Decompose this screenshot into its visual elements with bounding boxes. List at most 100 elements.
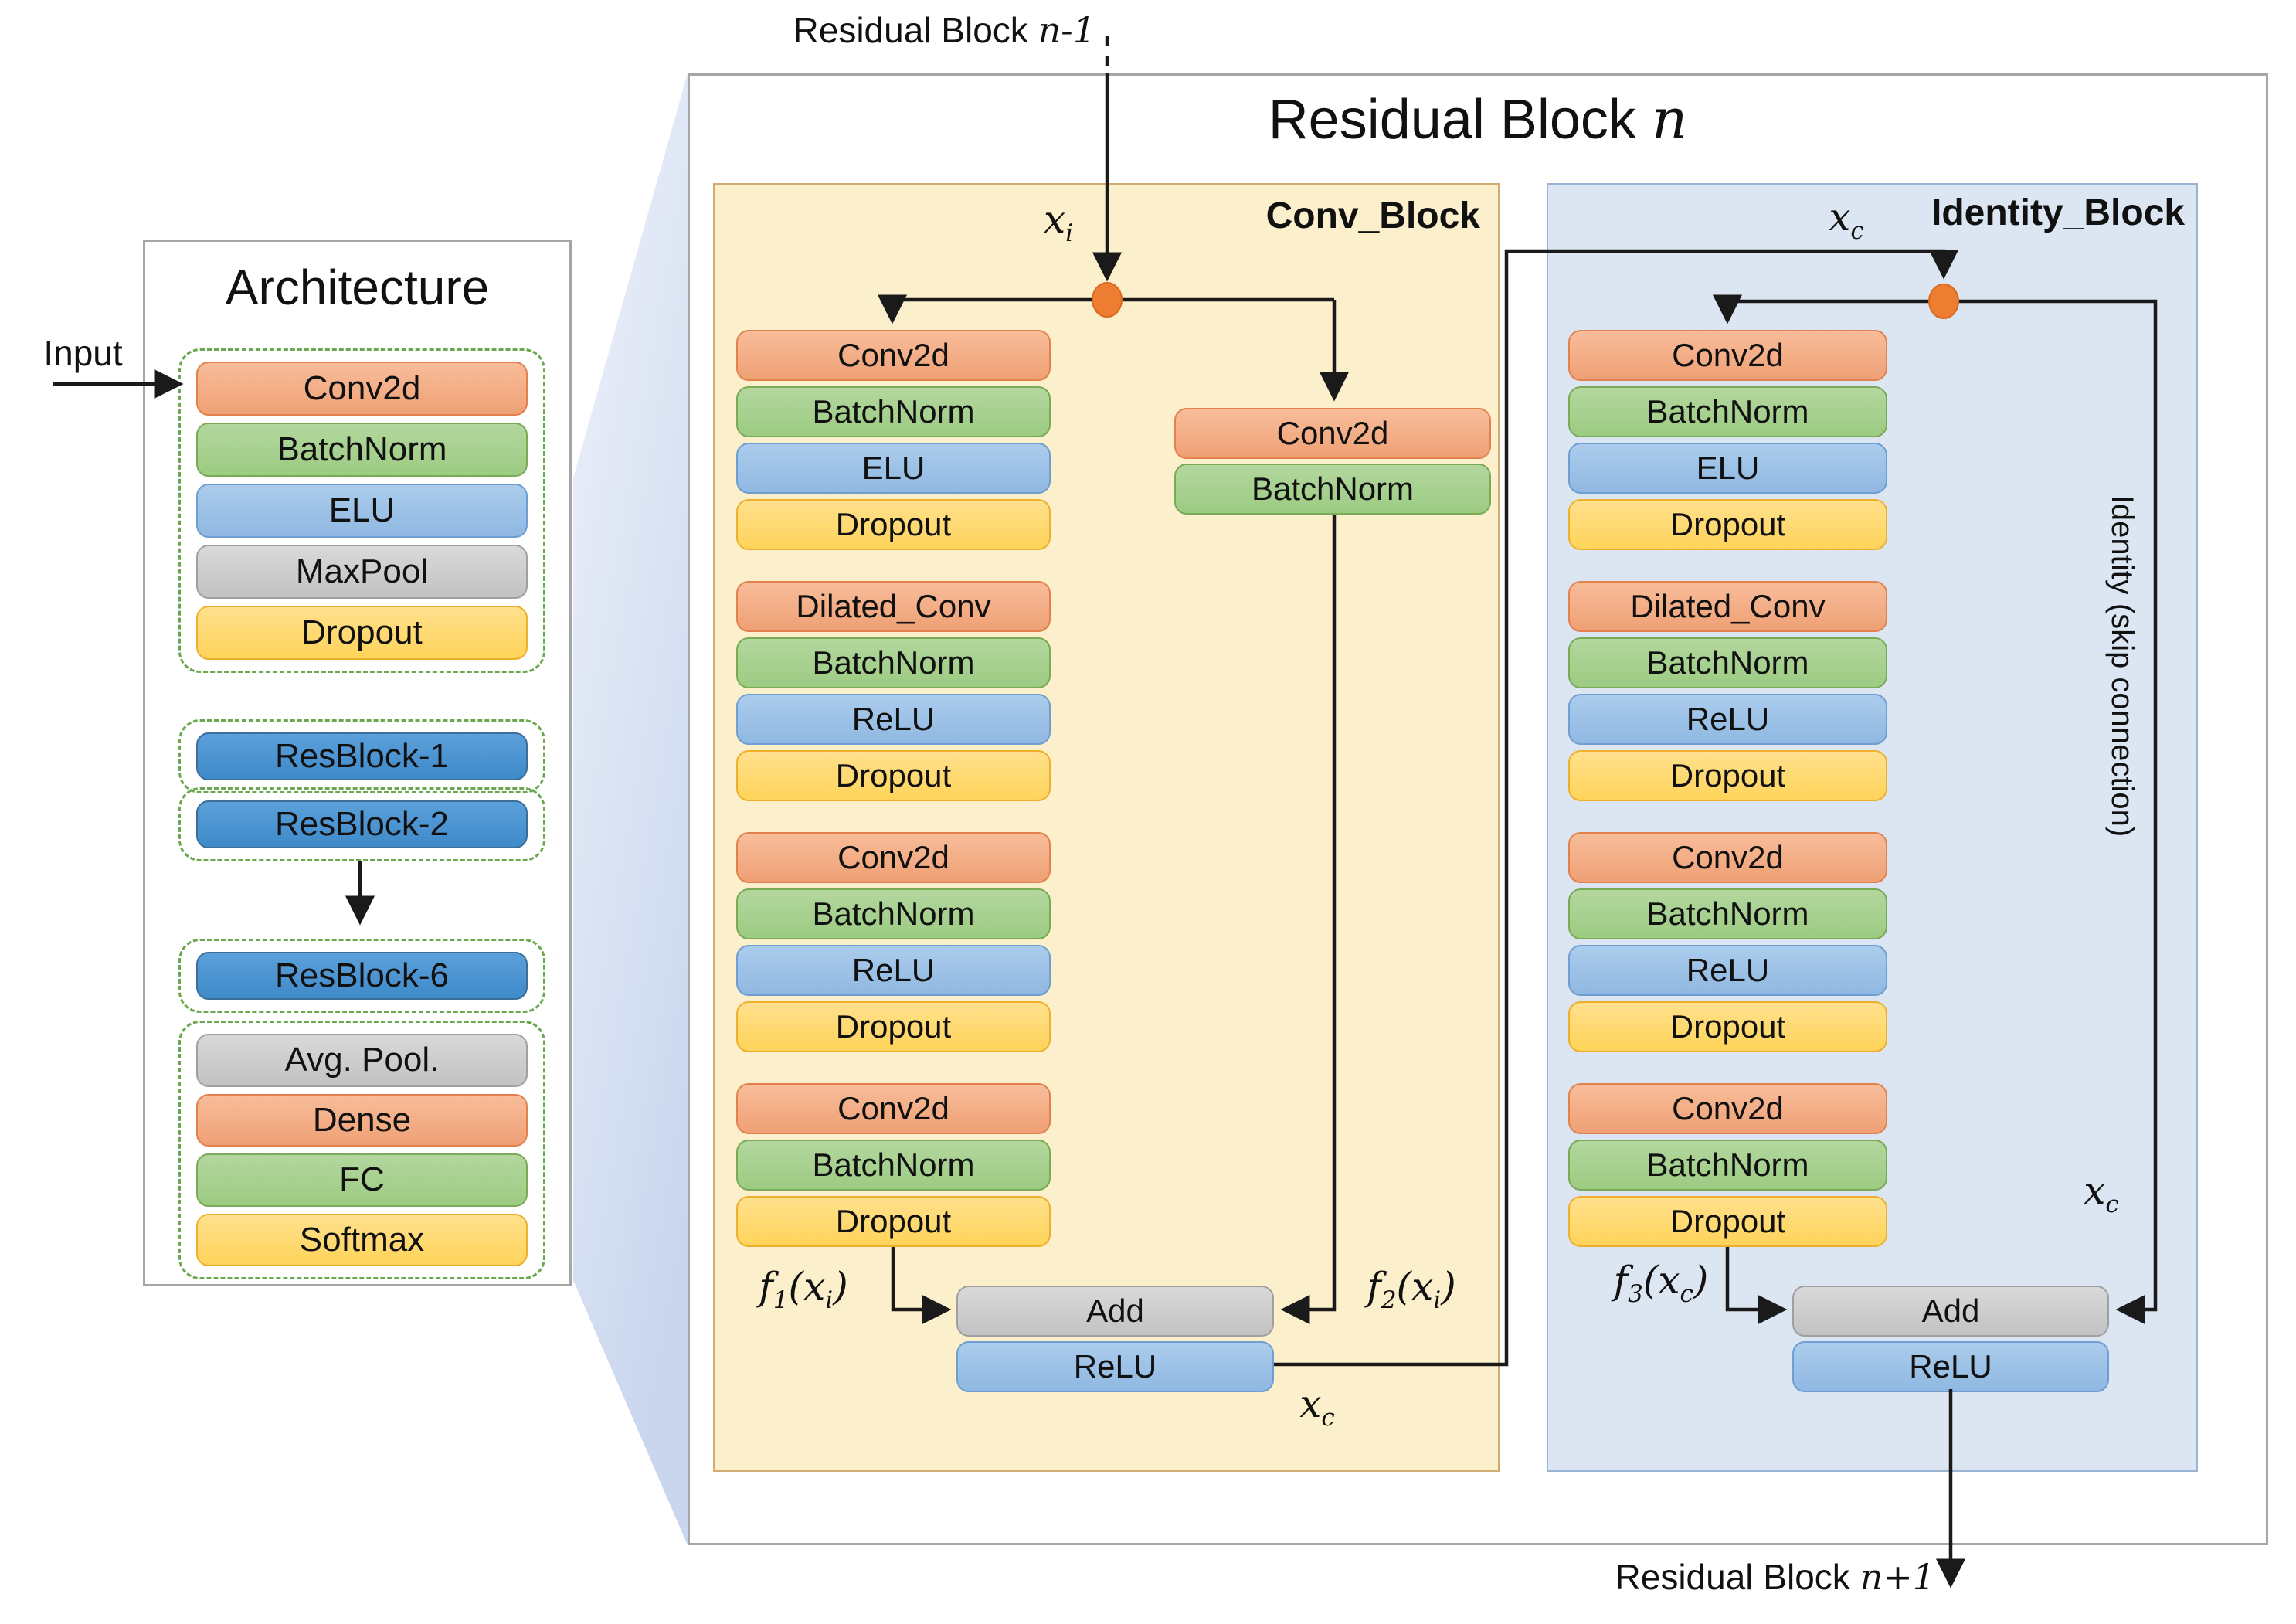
skip-connection-label: Identity (skip connection): [2105, 494, 2139, 837]
xi-base: x: [1043, 197, 1066, 242]
layer-box-relu: ReLU: [736, 694, 1051, 745]
xc-skip-label: xc: [2059, 1168, 2144, 1218]
layer-box-dropout: Dropout: [1568, 1196, 1887, 1247]
f2-sub: 2: [1381, 1286, 1397, 1314]
layer-box-resblock-6: ResBlock-6: [196, 952, 528, 1000]
f1-lparen: (: [788, 1264, 804, 1309]
xc-skip-sub: c: [2105, 1191, 2119, 1218]
f3-sub: 3: [1628, 1280, 1643, 1308]
xc-out-base: x: [1299, 1381, 1322, 1426]
layer-box-batchnorm: BatchNorm: [736, 386, 1051, 437]
layer-box-relu: ReLU: [1792, 1341, 2109, 1392]
f3-label: f3(xc): [1580, 1258, 1742, 1308]
architecture-resblock2-group: ResBlock-2: [178, 787, 545, 861]
f2-arg: x: [1411, 1264, 1434, 1309]
incoming-block-label: Residual Block n-1: [773, 9, 1095, 51]
layer-box-batchnorm: BatchNorm: [196, 423, 528, 477]
layer-box-dropout: Dropout: [736, 499, 1051, 550]
layer-box-resblock-2: ResBlock-2: [196, 800, 528, 848]
layer-box-elu: ELU: [736, 443, 1051, 494]
xi-sub: i: [1065, 219, 1074, 247]
layer-box-batchnorm: BatchNorm: [1174, 464, 1491, 515]
layer-box-dropout: Dropout: [736, 1001, 1051, 1052]
zoom-beam-shape: [573, 73, 688, 1545]
f3-argsub: c: [1680, 1280, 1693, 1308]
layer-box-batchnorm: BatchNorm: [1568, 637, 1887, 688]
f2-label: f2(xi): [1330, 1264, 1493, 1314]
f3-lparen: (: [1642, 1258, 1659, 1303]
conv-block-label: Conv_Block: [1265, 195, 1480, 236]
f1-label: f1(xi): [722, 1264, 885, 1314]
layer-box-batchnorm: BatchNorm: [1568, 1140, 1887, 1191]
incoming-label-var: n-1: [1038, 9, 1095, 51]
xc-conv-out-label: xc: [1275, 1381, 1360, 1432]
layer-box-add: Add: [1792, 1286, 2109, 1337]
architecture-resblock1-group: ResBlock-1: [178, 719, 545, 793]
layer-box-dilated-conv: Dilated_Conv: [736, 581, 1051, 632]
layer-box-dropout: Dropout: [1568, 750, 1887, 801]
layer-box-batchnorm: BatchNorm: [736, 888, 1051, 939]
architecture-resblock6-group: ResBlock-6: [178, 939, 545, 1013]
layer-box-dropout: Dropout: [1568, 499, 1887, 550]
layer-box-batchnorm: BatchNorm: [736, 1140, 1051, 1191]
layer-box-resblock-1: ResBlock-1: [196, 732, 528, 780]
xi-input-label: xi: [1020, 197, 1097, 247]
f3-base: f: [1613, 1258, 1629, 1303]
layer-box-elu: ELU: [1568, 443, 1887, 494]
f1-sub: 1: [773, 1286, 789, 1314]
layer-box-add: Add: [956, 1286, 1274, 1337]
layer-box-elu: ELU: [196, 484, 528, 538]
outgoing-label-var: n+1: [1860, 1556, 1935, 1598]
layer-box-relu: ReLU: [736, 945, 1051, 996]
layer-box-conv2d: Conv2d: [736, 832, 1051, 883]
f2-rparen: ): [1441, 1264, 1456, 1309]
layer-box-relu: ReLU: [1568, 694, 1887, 745]
layer-box-conv2d: Conv2d: [1568, 832, 1887, 883]
residual-block-title-text: Residual Block: [1268, 89, 1652, 151]
input-label: Input: [43, 333, 123, 373]
layer-box-dropout: Dropout: [1568, 1001, 1887, 1052]
f3-arg: x: [1658, 1258, 1680, 1303]
incoming-label-text: Residual Block: [793, 10, 1038, 50]
f1-arg: x: [803, 1264, 826, 1309]
f1-argsub: i: [825, 1286, 834, 1314]
layer-box-avg-pool-: Avg. Pool.: [196, 1034, 528, 1087]
f2-lparen: (: [1396, 1264, 1412, 1309]
layer-box-batchnorm: BatchNorm: [1568, 888, 1887, 939]
layer-box-fc: FC: [196, 1153, 528, 1207]
layer-box-batchnorm: BatchNorm: [736, 637, 1051, 688]
residual-block-title: Residual Block n: [688, 87, 2268, 151]
layer-box-conv2d: Conv2d: [1174, 408, 1491, 459]
f2-base: f: [1367, 1264, 1381, 1309]
outgoing-block-label: Residual Block n+1: [1603, 1556, 1935, 1598]
layer-box-dropout: Dropout: [196, 606, 528, 660]
xc-skip-base: x: [2084, 1168, 2106, 1213]
layer-box-relu: ReLU: [1568, 945, 1887, 996]
f1-base: f: [759, 1264, 773, 1309]
layer-box-dense: Dense: [196, 1093, 528, 1147]
xc-top-base: x: [1829, 195, 1851, 240]
layer-box-conv2d: Conv2d: [196, 362, 528, 416]
residual-block-title-var: n: [1651, 87, 1688, 151]
f1-rparen: ): [833, 1264, 848, 1309]
architecture-title: Architecture: [225, 260, 490, 315]
layer-box-relu: ReLU: [956, 1341, 1274, 1392]
xc-out-sub: c: [1321, 1404, 1335, 1432]
layer-box-conv2d: Conv2d: [736, 1083, 1051, 1134]
layer-box-maxpool: MaxPool: [196, 545, 528, 599]
